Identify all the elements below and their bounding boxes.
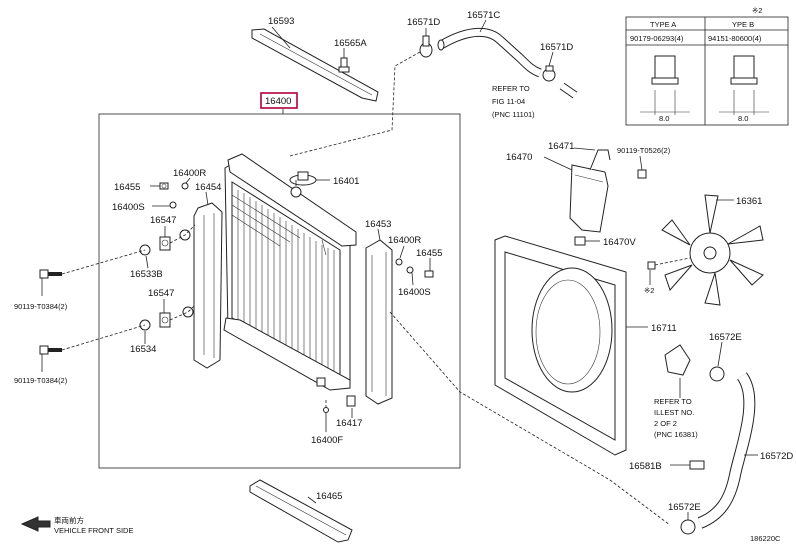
cap-16470V [574,236,586,246]
callout-16455-right: 16455 [416,248,442,259]
callout-16572E-bottom: 16572E [668,502,701,513]
clamp-16581B [689,460,705,470]
hose-clamp-16572E-top [709,366,725,382]
bushing-16455-left [159,182,169,190]
callout-16533B: 16533B [130,269,163,280]
footer-direction-cn: 車両前方 [54,515,84,525]
reserve-tank-16470 [569,149,611,233]
lower-seal-16465 [249,479,353,543]
radiator-core [223,153,357,391]
callout-90119-top: 90119-T0384(2) [14,302,68,311]
fan-shroud-16711 [494,235,627,456]
callout-16400F: 16400F [311,435,343,446]
callout-16711: 16711 [651,323,677,334]
refer-illust-line2: ILLEST NO. [654,408,694,417]
footer-figure-id: 186220C [750,534,781,543]
radiator-assembly-frame [98,113,461,469]
refer-illust-line3: 2 OF 2 [654,419,677,428]
refer-fig-line1: REFER TO [492,84,530,93]
callout-16572E-top: 16572E [709,332,742,343]
table-part-b: 94151-80600(4) [708,34,762,43]
callout-16471: 16471 [548,141,574,152]
refer-illust-line1: REFER TO [654,397,692,406]
callout-16547-top: 16547 [150,215,176,226]
callout-16400R-right: 16400R [388,235,421,246]
refer-hose-stub [559,82,578,99]
clip-16400S-right [406,266,414,274]
callout-16417: 16417 [336,418,362,429]
callout-16572D: 16572D [760,451,793,462]
type-table [625,16,789,126]
callout-16571D-top: 16571D [407,17,440,28]
callout-16465: 16465 [316,491,342,502]
callout-16455-left: 16455 [114,182,140,193]
callout-16361: 16361 [736,196,762,207]
table-type-b: YPE B [732,20,754,29]
cooling-fan-16361 [661,194,764,306]
callout-90119-T0526: 90119-T0526(2) [617,146,671,155]
bracket-16547-mid [159,312,171,328]
callout-16453: 16453 [365,219,391,230]
table-mark: ※2 [752,6,762,15]
callout-16470V: 16470V [603,237,636,248]
refer-fig-line2: FIG 11-04 [492,97,525,106]
upper-radiator-hose-16571C [437,27,542,78]
callout-16581B: 16581B [629,461,662,472]
callout-16400R-left: 16400R [173,168,206,179]
hose-clamp-16572E-bottom [680,519,696,535]
table-dim-a: 8.0 [659,114,669,123]
table-dim-b: 8.0 [738,114,748,123]
bolt-16400R-right [395,258,403,266]
lower-hose-16572D [697,372,756,529]
callout-16400S-right: 16400S [398,287,431,298]
bolt-90119-T0526 [637,169,647,179]
refer-illust-line4: (PNC 16381) [654,430,698,439]
table-part-a: 90179-06293(4) [630,34,684,43]
cushion-16534 [139,306,194,331]
callout-16400S-left: 16400S [112,202,145,213]
callout-16470: 16470 [506,152,532,163]
refer-fig-line3: (PNC 11101) [492,110,535,119]
hose-clamp-16571D-top [419,35,433,58]
highlight-box-16400 [260,92,298,109]
callout-note-2: ※2 [644,286,654,295]
bolt-90119-bottom [39,345,62,355]
callout-16454: 16454 [195,182,221,193]
bushing-16455-right [424,270,434,278]
clip-16400S-left [169,201,177,209]
callout-16400: 16400 [265,96,291,107]
nut-2 [647,261,656,270]
water-outlet [664,344,691,376]
radiator-seal-16453 [365,239,393,405]
footer-direction-en: VEHICLE FRONT SIDE [54,526,133,535]
radiator-support-16593 [251,28,379,102]
radiator-cap-16401 [289,171,317,186]
table-type-a: TYPE A [650,20,676,29]
callout-16571C: 16571C [467,10,500,21]
clip-16565A [338,57,350,73]
callout-16593: 16593 [268,16,294,27]
callout-16571D-right: 16571D [540,42,573,53]
radiator-seal-16454 [193,202,223,369]
callout-16401: 16401 [333,176,359,187]
callout-16534: 16534 [130,344,156,355]
hose-clamp-16571D-right [542,65,556,82]
callout-16547-mid: 16547 [148,288,174,299]
o-ring-16400F [323,407,329,413]
bolt-90119-top [39,269,62,279]
bolt-16400R-left [181,182,189,190]
callout-90119-bottom: 90119-T0384(2) [14,376,68,385]
vehicle-front-arrow-icon [20,516,51,532]
bracket-16547-top [159,236,171,251]
drain-cock-16417 [346,395,356,407]
callout-16565A: 16565A [334,38,367,49]
